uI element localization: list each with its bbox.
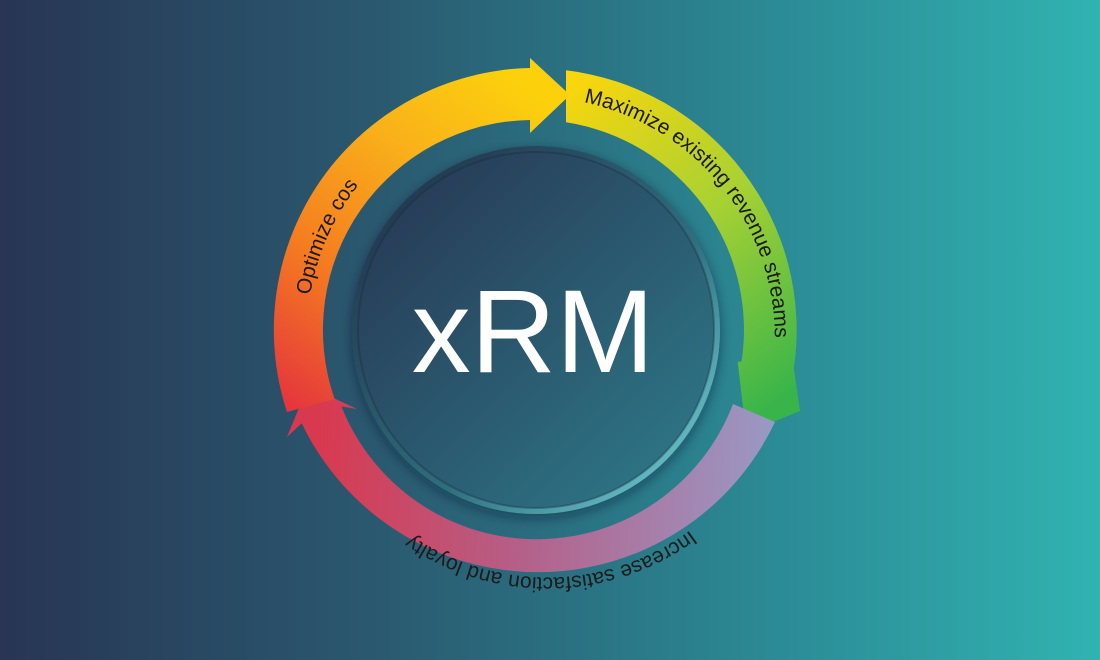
- segment-cost-arrow: [273, 58, 570, 412]
- segment-satisfaction-arrow: [287, 386, 775, 573]
- label-optimize-cost: Optimize cost: [0, 0, 362, 296]
- segment-revenue-arrow: [566, 70, 800, 434]
- cycle-ring: [273, 58, 800, 573]
- center-disc: [352, 146, 720, 514]
- center-title: xRM: [412, 266, 655, 398]
